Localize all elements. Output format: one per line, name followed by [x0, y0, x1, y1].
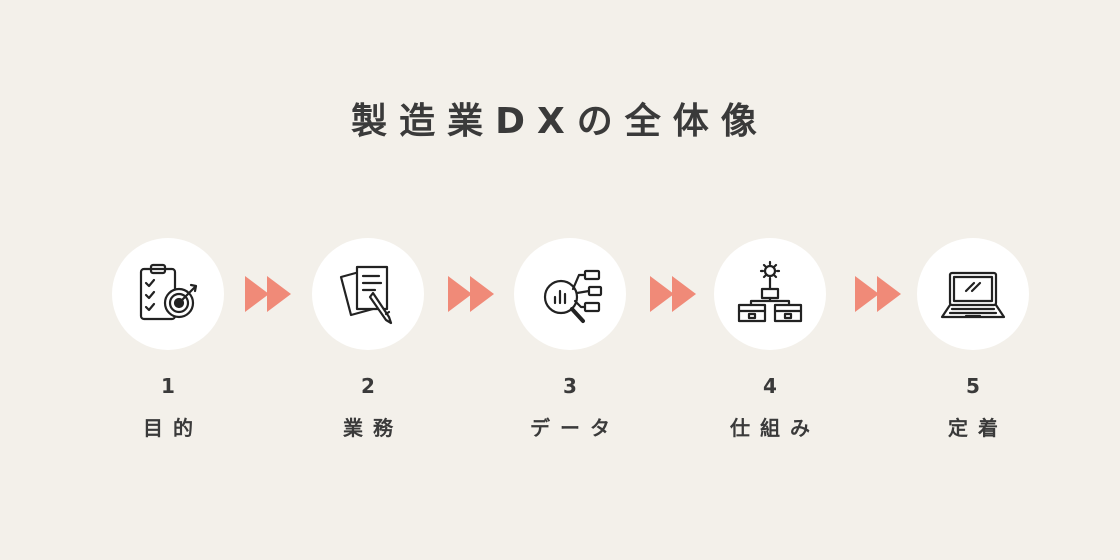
laptop-icon [940, 271, 1006, 319]
step-label: データ [530, 416, 620, 440]
step-label: 仕組み [730, 416, 820, 440]
step-5-circle [917, 238, 1029, 350]
step-number: 3 [563, 374, 577, 398]
step-number: 4 [763, 374, 777, 398]
step-1-circle [112, 238, 224, 350]
step-number: 5 [966, 374, 980, 398]
step-number: 1 [161, 374, 175, 398]
documents-pen-icon [339, 265, 393, 325]
step-4: 4 仕組み [690, 238, 850, 441]
step-number: 2 [361, 374, 375, 398]
step-5: 5 定着 [893, 238, 1053, 441]
step-2: 2 業務 [288, 238, 448, 441]
step-4-circle [714, 238, 826, 350]
step-3: 3 データ [490, 238, 650, 441]
next-arrow-icon [648, 274, 700, 314]
next-arrow-icon [446, 274, 498, 314]
checklist-target-icon [139, 263, 198, 321]
step-label: 業務 [343, 416, 403, 440]
next-arrow-icon [853, 274, 905, 314]
data-analysis-icon [543, 269, 603, 323]
step-2-circle [312, 238, 424, 350]
system-structure-icon [737, 260, 803, 323]
step-1: 1 目的 [88, 238, 248, 441]
step-3-circle [514, 238, 626, 350]
next-arrow-icon [243, 274, 295, 314]
step-label: 定着 [948, 416, 1008, 440]
step-label: 目的 [143, 416, 203, 440]
diagram-title: 製造業DXの全体像 [351, 101, 769, 142]
